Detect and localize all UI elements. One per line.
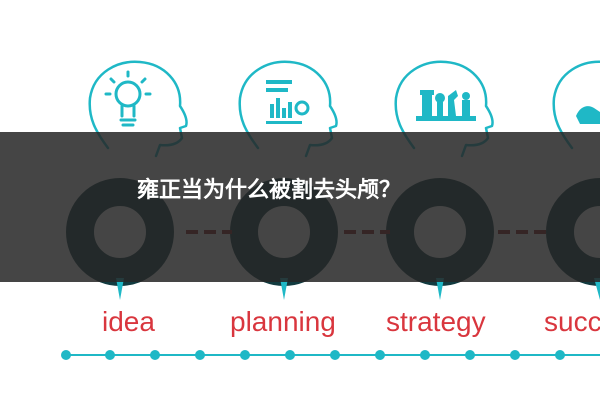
title-banner bbox=[0, 132, 600, 282]
pointer-marker bbox=[116, 278, 124, 300]
stage-label-idea: idea bbox=[102, 306, 155, 337]
bar-chart-icon bbox=[266, 80, 310, 124]
stage-label-strategy: strategy bbox=[386, 306, 486, 337]
pointer-marker bbox=[436, 278, 444, 300]
timeline bbox=[61, 350, 600, 360]
stage-label-planning: planning bbox=[230, 306, 336, 337]
pointer-marker bbox=[280, 278, 288, 300]
stage-label-success: succ bbox=[544, 306, 600, 337]
headline: 雍正当为什么被割去头颅？ bbox=[137, 178, 402, 203]
lightbulb-icon bbox=[104, 70, 152, 127]
chess-pieces-icon bbox=[416, 90, 476, 121]
pointer-marker bbox=[594, 278, 600, 300]
hand-icon bbox=[576, 106, 600, 124]
